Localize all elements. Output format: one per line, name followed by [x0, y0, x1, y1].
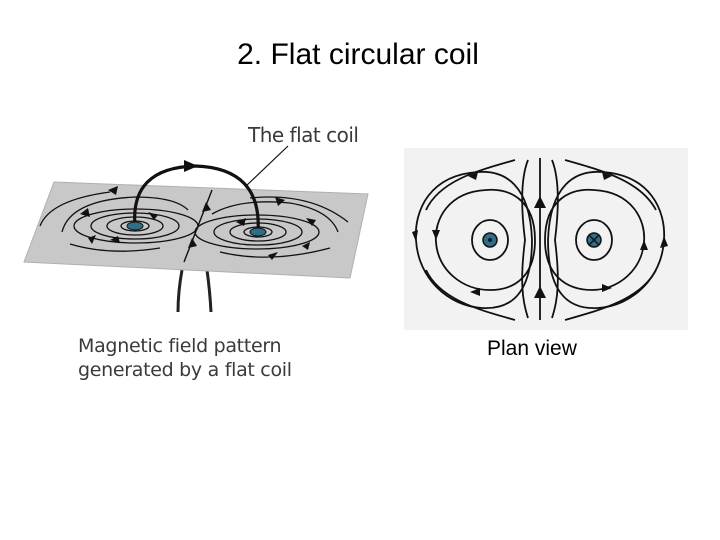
coil-arrowhead: [184, 160, 198, 172]
plan-field-lines: [415, 158, 665, 321]
arrowhead: [188, 238, 197, 248]
coil-leads: [176, 269, 213, 313]
loop-arrowheads: [80, 186, 316, 260]
dot-current-icon: [482, 232, 498, 248]
left-wire-marker: [126, 221, 144, 231]
right-wire-marker: [249, 227, 267, 237]
coil-label: The flat coil: [248, 123, 359, 147]
plan-background: [404, 148, 688, 330]
coil-label-leader: [244, 145, 289, 188]
arrowhead: [202, 202, 211, 212]
cross-current-icon: [586, 232, 602, 248]
diagram-caption: Magnetic field pattern generated by a fl…: [78, 334, 318, 382]
caption-line-1: Magnetic field pattern: [78, 335, 282, 357]
caption-line-2: generated by a flat coil: [78, 359, 292, 381]
slide-title: 2. Flat circular coil: [237, 38, 479, 71]
plan-view-label: Plan view: [487, 337, 577, 360]
plan-arrowheads: [412, 172, 668, 298]
center-field-line: [183, 189, 213, 263]
